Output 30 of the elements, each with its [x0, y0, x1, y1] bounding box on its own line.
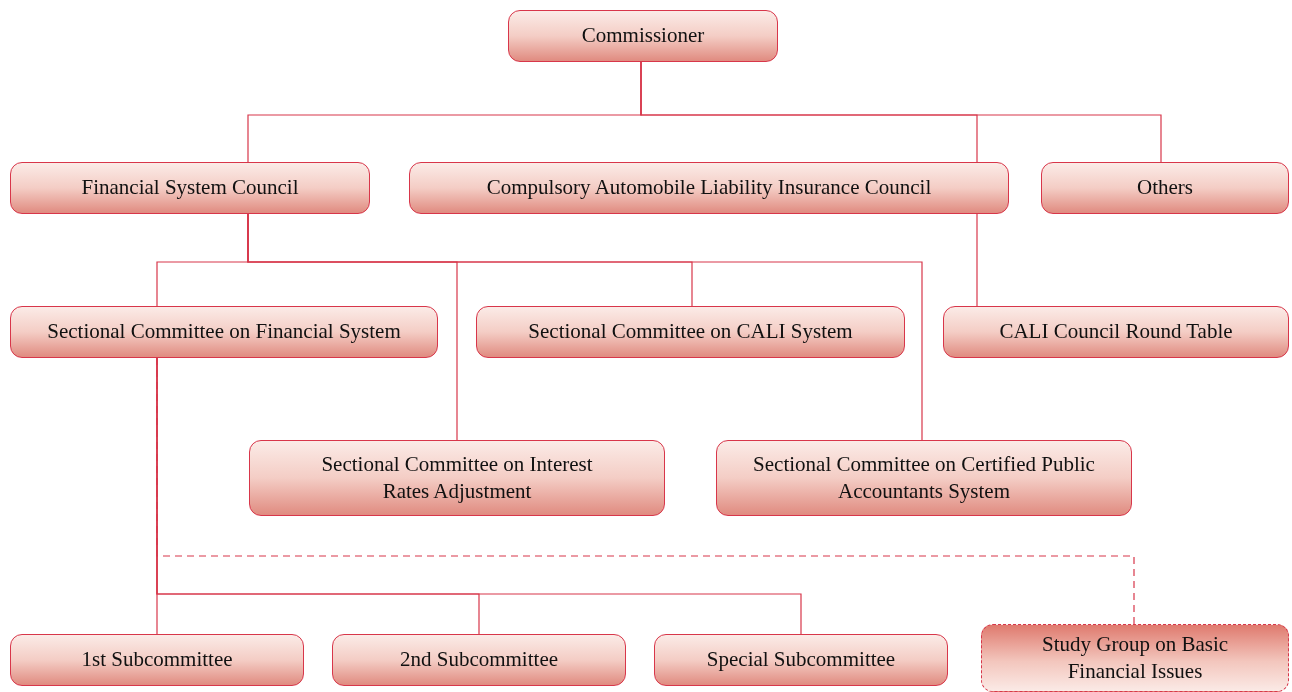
connector-line	[247, 213, 923, 441]
connector-line	[976, 213, 978, 307]
box-label: Study Group on Basic Financial Issues	[1040, 630, 1230, 685]
box-label: 2nd Subcommittee	[399, 646, 559, 674]
rounded-box	[654, 634, 948, 686]
connector-line	[156, 357, 802, 635]
box-label: Others	[1137, 174, 1193, 202]
dashed-rounded-box	[981, 624, 1289, 692]
rounded-box	[409, 162, 1009, 214]
rounded-box	[716, 440, 1132, 516]
rounded-box	[249, 440, 665, 516]
box-label: Compulsory Automobile Liability Insurance Council	[486, 174, 932, 202]
rounded-box	[476, 306, 905, 358]
box-label: Sectional Committee on Interest Rates Adjustment	[320, 450, 594, 505]
box-label: Sectional Committee on Financial System	[47, 318, 401, 346]
rounded-box	[943, 306, 1289, 358]
rounded-box	[10, 306, 438, 358]
connector-line	[640, 61, 1162, 163]
rounded-box	[332, 634, 626, 686]
box-label: CALI Council Round Table	[999, 318, 1233, 346]
rounded-box	[10, 634, 304, 686]
box-label: Commissioner	[581, 22, 705, 50]
box-label: Financial System Council	[81, 174, 299, 202]
box-label: Special Subcommittee	[706, 646, 896, 674]
box-label: Sectional Committee on CALI System	[528, 318, 853, 346]
box-label: Sectional Committee on Certified Public Accountants System	[752, 450, 1096, 505]
rounded-box	[10, 162, 370, 214]
rounded-box	[1041, 162, 1289, 214]
box-label: 1st Subcommittee	[81, 646, 233, 674]
rounded-box	[508, 10, 778, 62]
